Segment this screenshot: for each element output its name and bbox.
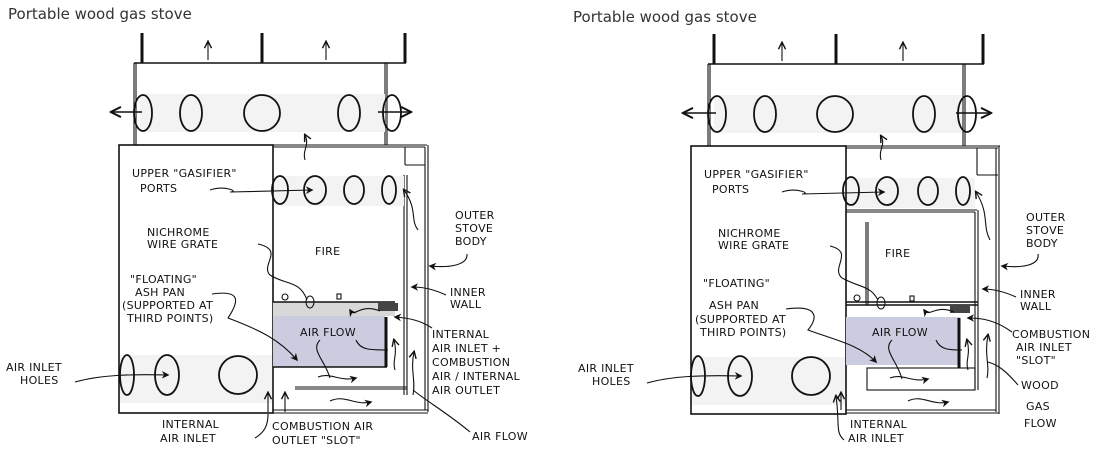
svg-text:AIR FLOW: AIR FLOW: [472, 430, 528, 443]
air-inlet-band: [120, 355, 272, 403]
svg-text:UPPER "GASIFIER": UPPER "GASIFIER": [704, 168, 809, 181]
svg-text:NICHROME: NICHROME: [147, 226, 210, 239]
svg-text:(SUPPORTED AT: (SUPPORTED AT: [122, 299, 213, 312]
top-vent-ports: [112, 94, 410, 161]
inner-chamber: [273, 144, 429, 414]
label-combustion-air-outlet-slot: COMBUSTION AIR OUTLET "SLOT": [272, 420, 373, 447]
label-wood-gas-flow: WOOD GAS FLOW: [987, 361, 1059, 430]
svg-text:WALL: WALL: [450, 298, 482, 311]
svg-text:AIR INLET +: AIR INLET +: [432, 342, 501, 355]
svg-text:AIR INLET: AIR INLET: [848, 432, 904, 445]
svg-text:THIRD POINTS): THIRD POINTS): [699, 326, 787, 339]
svg-text:AIR FLOW: AIR FLOW: [872, 326, 928, 339]
svg-text:WALL: WALL: [1020, 300, 1052, 313]
svg-text:AIR FLOW: AIR FLOW: [300, 326, 356, 339]
svg-text:WOOD: WOOD: [1021, 379, 1059, 392]
stove-diagram-right: UPPER "GASIFIER" PORTS NICHROME WIRE GRA…: [578, 34, 1090, 445]
top-vent-ports: [684, 95, 990, 161]
svg-text:UPPER "GASIFIER": UPPER "GASIFIER": [132, 167, 237, 180]
svg-text:INTERNAL: INTERNAL: [850, 418, 908, 431]
label-outer-stove-body: OUTER STOVE BODY: [428, 209, 495, 271]
svg-text:AIR INLET: AIR INLET: [160, 432, 216, 445]
label-upper-gasifier-ports: UPPER "GASIFIER" PORTS: [132, 167, 314, 195]
svg-text:OUTLET "SLOT": OUTLET "SLOT": [272, 434, 361, 447]
svg-text:STOVE: STOVE: [455, 222, 493, 235]
svg-text:HOLES: HOLES: [592, 375, 631, 388]
label-internal-air-inlet: INTERNAL AIR INLET: [160, 413, 269, 445]
svg-text:PORTS: PORTS: [140, 182, 177, 195]
secondary-air-band: [714, 95, 962, 133]
svg-text:FLOW: FLOW: [1024, 417, 1057, 430]
svg-text:(SUPPORTED AT: (SUPPORTED AT: [695, 313, 786, 326]
nichrome-wire-grate: [273, 302, 395, 316]
diagram-title-left: Portable wood gas stove: [8, 5, 192, 23]
label-air-flow-inner: AIR FLOW: [300, 326, 389, 379]
outer-body-cutaway: [118, 144, 274, 414]
svg-text:COMBUSTION: COMBUSTION: [432, 356, 510, 369]
svg-text:INTERNAL: INTERNAL: [162, 418, 220, 431]
interior-flow-arrows: [268, 190, 419, 412]
svg-text:COMBUSTION: COMBUSTION: [1012, 328, 1090, 341]
svg-text:PORTS: PORTS: [712, 183, 749, 196]
label-inner-wall: INNER WALL: [410, 283, 486, 311]
label-outer-stove-body: OUTER STOVE BODY: [1000, 211, 1066, 271]
label-air-flow-outer: AIR FLOW: [412, 389, 528, 443]
svg-text:AIR INLET: AIR INLET: [578, 362, 634, 375]
svg-text:ASH PAN: ASH PAN: [135, 286, 185, 299]
label-floating-ash-pan: "FLOATING" ASH PAN (SUPPORTED AT THIRD P…: [695, 277, 878, 364]
svg-text:"FLOATING": "FLOATING": [703, 277, 770, 290]
svg-text:"FLOATING": "FLOATING": [130, 273, 197, 286]
combustion-air-channel: [866, 367, 976, 391]
air-inlet-band: [692, 357, 845, 405]
svg-text:"SLOT": "SLOT": [1016, 354, 1056, 367]
svg-text:WIRE GRATE: WIRE GRATE: [718, 239, 789, 252]
svg-text:NICHROME: NICHROME: [718, 227, 781, 240]
gasifier-band: [847, 178, 975, 208]
svg-text:GAS: GAS: [1026, 400, 1050, 413]
label-fire: FIRE: [885, 247, 910, 260]
svg-text:OUTER: OUTER: [1026, 211, 1066, 224]
label-air-inlet-holes: AIR INLET HOLES: [578, 362, 743, 388]
svg-text:ASH PAN: ASH PAN: [709, 299, 759, 312]
floating-ash-pan: [846, 317, 960, 365]
svg-text:BODY: BODY: [455, 235, 487, 248]
floating-ash-pan: [273, 316, 385, 367]
secondary-air-band: [140, 94, 385, 132]
interior-flow-arrows: [841, 192, 990, 410]
label-air-inlet-holes: AIR INLET HOLES: [6, 361, 170, 387]
label-combustion-air-inlet-slot: COMBUSTION AIR INLET "SLOT": [966, 314, 1090, 367]
svg-text:AIR OUTLET: AIR OUTLET: [432, 384, 500, 397]
svg-text:BODY: BODY: [1026, 237, 1058, 250]
label-fire: FIRE: [315, 245, 340, 258]
svg-text:AIR INLET: AIR INLET: [1016, 341, 1072, 354]
svg-text:THIRD POINTS): THIRD POINTS): [126, 312, 214, 325]
label-internal-air-inlet: INTERNAL AIR INLET: [836, 396, 908, 445]
label-floating-ash-pan: "FLOATING" ASH PAN (SUPPORTED AT THIRD P…: [122, 273, 298, 362]
label-inner-wall: INNER WALL: [981, 285, 1056, 313]
label-internal-air-inlet-plus: INTERNAL AIR INLET + COMBUSTION AIR / IN…: [393, 313, 521, 397]
svg-text:COMBUSTION AIR: COMBUSTION AIR: [272, 420, 373, 433]
upper-gasifier-ports: [842, 176, 971, 206]
svg-text:AIR / INTERNAL: AIR / INTERNAL: [432, 370, 521, 383]
combustion-inlet-slot: [950, 305, 970, 313]
diagram-title-right: Portable wood gas stove: [573, 8, 757, 26]
svg-text:OUTER: OUTER: [455, 209, 495, 222]
svg-text:STOVE: STOVE: [1026, 224, 1064, 237]
label-air-flow-inner: AIR FLOW: [872, 326, 963, 380]
combustion-inlet-slot: [378, 303, 398, 311]
label-nichrome-wire-grate: NICHROME WIRE GRATE: [718, 227, 886, 310]
inner-chamber: [846, 145, 1000, 414]
label-nichrome-wire-grate: NICHROME WIRE GRATE: [147, 226, 315, 309]
stove-diagram-left: UPPER "GASIFIER" PORTS NICHROME WIRE GRA…: [6, 33, 528, 447]
svg-text:INTERNAL: INTERNAL: [432, 328, 490, 341]
svg-text:INNER: INNER: [450, 286, 486, 299]
label-upper-gasifier-ports: UPPER "GASIFIER" PORTS: [704, 168, 886, 196]
svg-text:INNER: INNER: [1020, 288, 1056, 301]
svg-text:HOLES: HOLES: [20, 374, 59, 387]
svg-text:WIRE GRATE: WIRE GRATE: [147, 238, 218, 251]
svg-text:AIR INLET: AIR INLET: [6, 361, 62, 374]
